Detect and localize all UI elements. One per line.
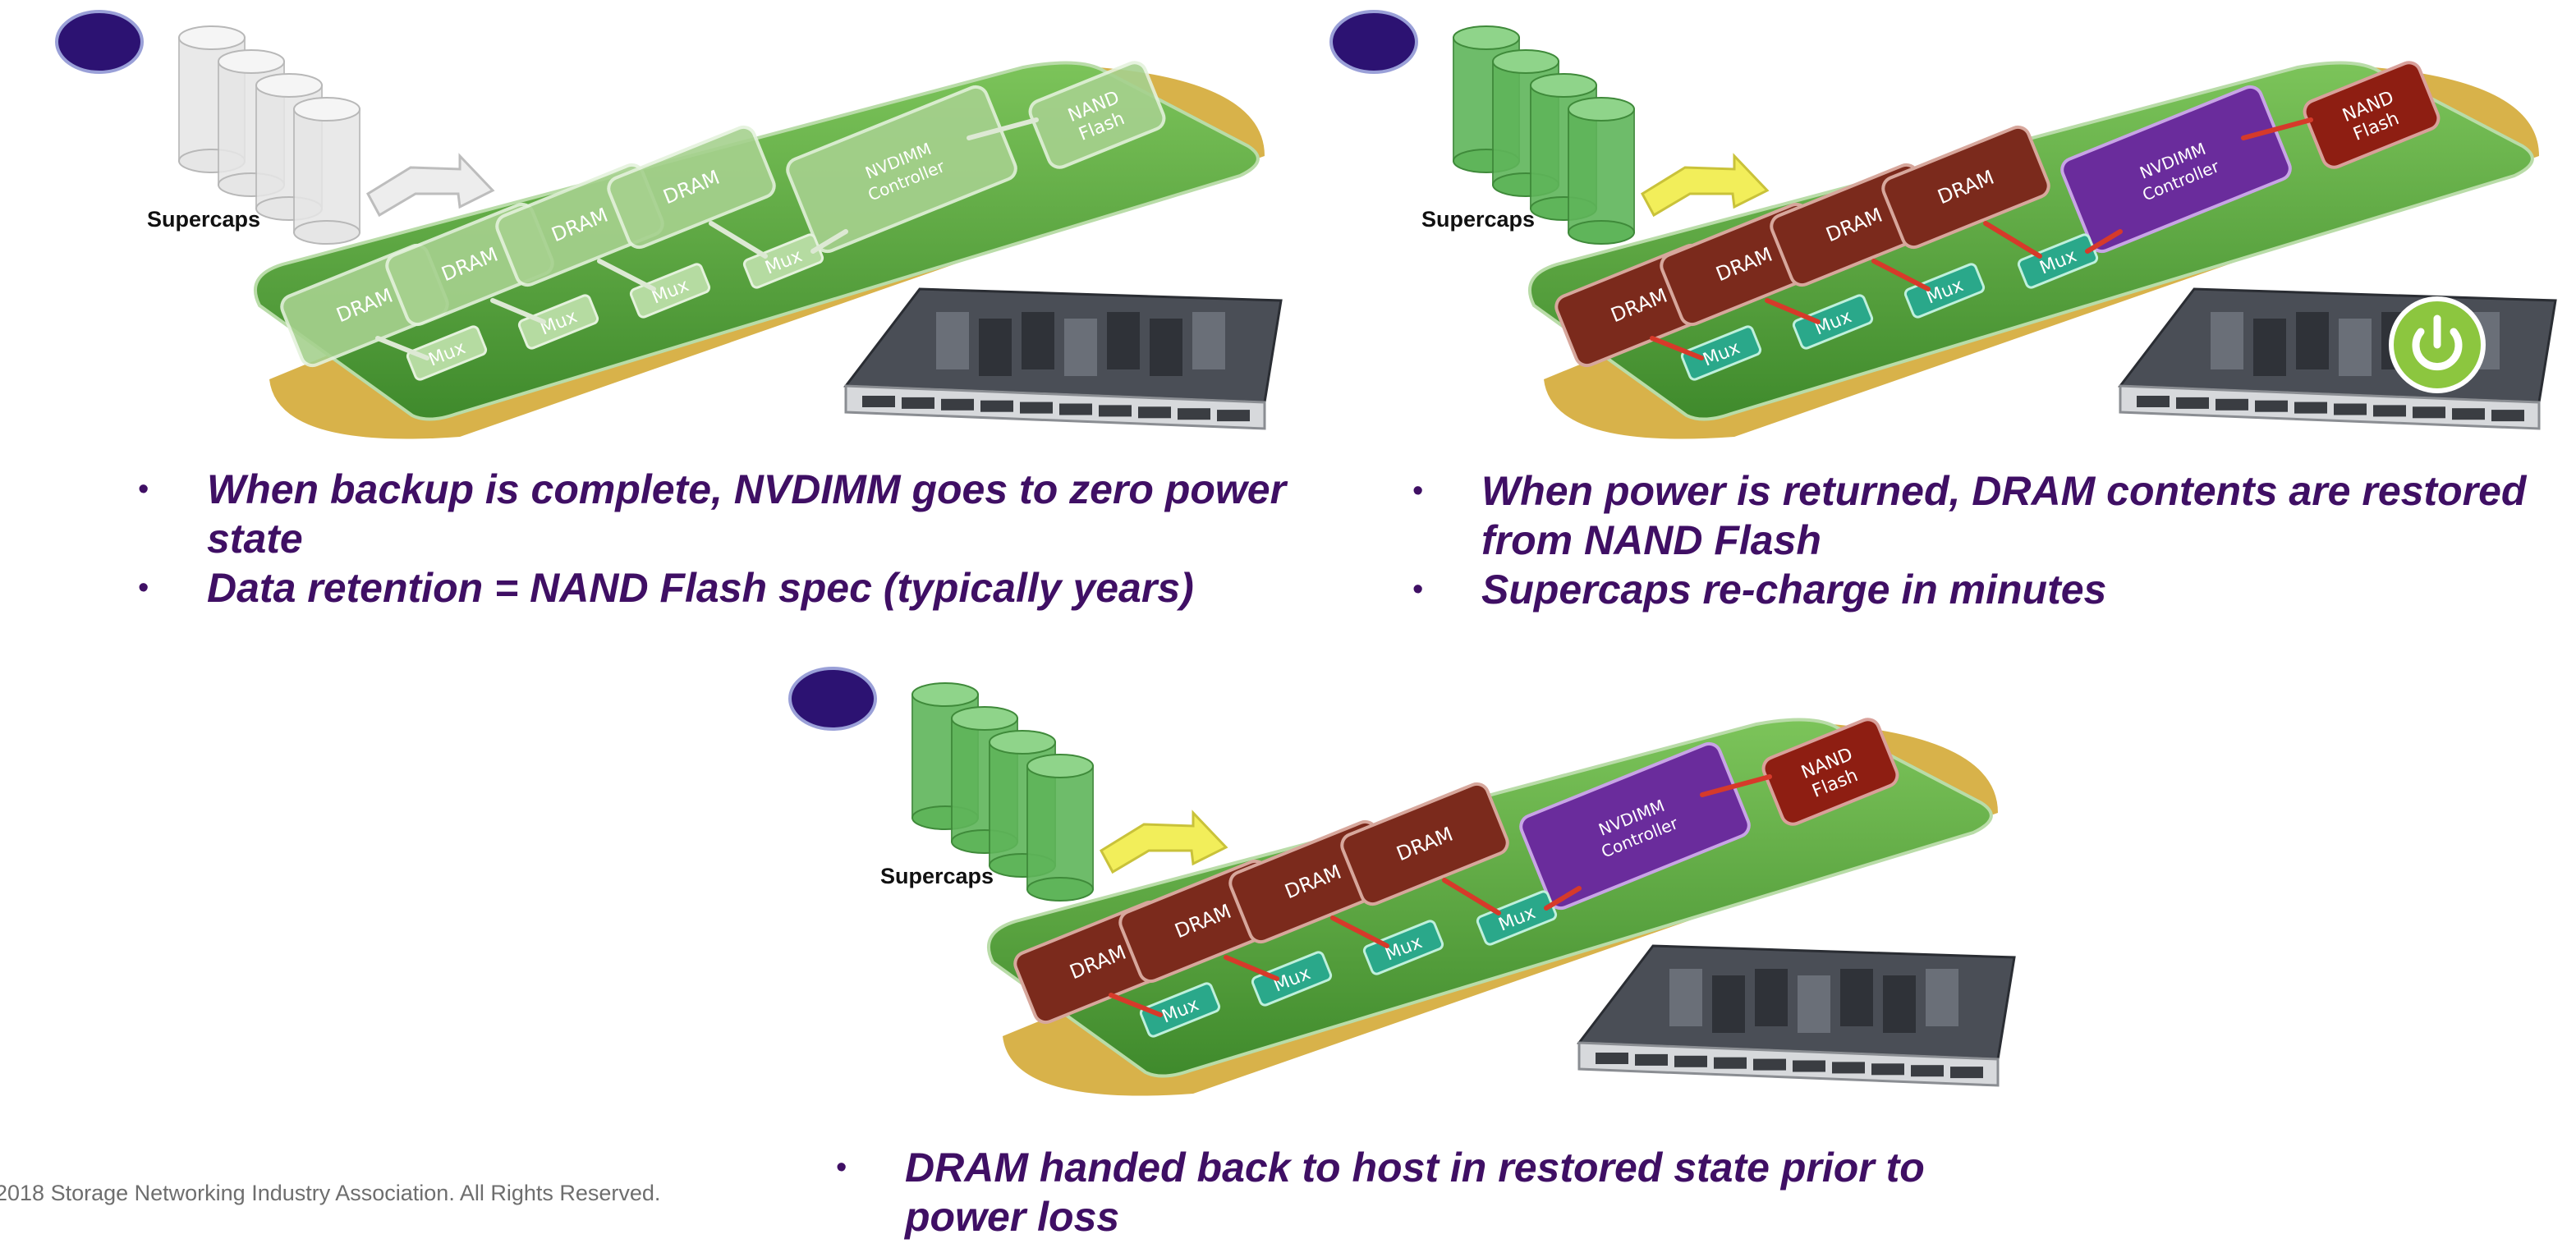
bullet-item: When power is returned, DRAM contents ar… <box>1412 466 2562 565</box>
data-path-arrow-icon <box>1700 774 1772 797</box>
dram-chip: DRAM <box>1340 782 1509 906</box>
supercaps-icon <box>1453 25 1635 245</box>
data-path-arrow-icon <box>1983 221 2042 259</box>
data-path-arrow-icon <box>2241 117 2313 140</box>
copyright-footer: 2018 Storage Networking Industry Associa… <box>0 1181 661 1205</box>
data-path-arrow-icon <box>967 117 1039 140</box>
nvdimm-diagram: SupercapsDRAMDRAMDRAMDRAMNVDIMMControlle… <box>55 10 1283 439</box>
logo-circle-icon <box>788 667 877 731</box>
data-path-arrow-icon <box>1871 259 1931 291</box>
data-path-arrow-icon <box>1442 878 1501 915</box>
dram-chip: DRAM <box>607 125 776 250</box>
data-path-arrow-icon <box>1109 993 1163 1017</box>
power-flow-arrow-icon <box>1641 153 1770 218</box>
supercaps-icon <box>911 682 1094 902</box>
data-path-arrow-icon <box>1224 955 1279 981</box>
data-path-arrow-icon <box>2085 229 2123 254</box>
server-chassis-icon <box>843 287 1283 430</box>
mux-chip: Mux <box>1139 982 1221 1038</box>
power-flow-arrow-icon <box>1100 810 1228 874</box>
supercaps-label: Supercaps <box>147 207 260 232</box>
supercaps-label: Supercaps <box>880 864 994 888</box>
supercaps-label: Supercaps <box>1421 207 1535 232</box>
power-flow-arrow-icon <box>366 153 495 218</box>
bullet-list-restore: When power is returned, DRAM contents ar… <box>1412 466 2562 614</box>
data-path-arrow-icon <box>1330 915 1389 948</box>
data-path-arrow-icon <box>1544 886 1582 911</box>
bullet-item: Supercaps re-charge in minutes <box>1412 565 2562 614</box>
server-chassis-icon <box>2118 287 2557 430</box>
data-path-arrow-icon <box>1765 298 1821 324</box>
bullet-item: DRAM handed back to host in restored sta… <box>836 1143 2002 1241</box>
bullet-item: Data retention = NAND Flash spec (typica… <box>138 563 1288 613</box>
supercaps-icon <box>178 25 360 245</box>
nvdimm-diagram: SupercapsDRAMDRAMDRAMDRAMNVDIMMControlle… <box>1329 10 2557 439</box>
logo-circle-icon <box>55 10 144 74</box>
bullet-list-zero-power: When backup is complete, NVDIMM goes to … <box>138 465 1288 613</box>
nvdimm-diagram: SupercapsDRAMDRAMDRAMDRAMNVDIMMControlle… <box>788 667 2016 1096</box>
data-path-arrow-icon <box>709 221 768 259</box>
bullet-item: When backup is complete, NVDIMM goes to … <box>138 465 1288 563</box>
data-path-arrow-icon <box>1650 336 1704 360</box>
logo-circle-icon <box>1329 10 1418 74</box>
bullet-list-handback: DRAM handed back to host in restored sta… <box>836 1143 2002 1241</box>
server-chassis-icon <box>1577 944 2016 1087</box>
power-button-icon <box>2389 296 2486 393</box>
data-path-arrow-icon <box>810 229 848 254</box>
mux-chip: Mux <box>1903 263 1986 319</box>
data-path-arrow-icon <box>490 298 546 324</box>
data-path-arrow-icon <box>375 336 429 360</box>
data-path-arrow-icon <box>597 259 656 291</box>
dram-chip: DRAM <box>1881 125 2050 250</box>
